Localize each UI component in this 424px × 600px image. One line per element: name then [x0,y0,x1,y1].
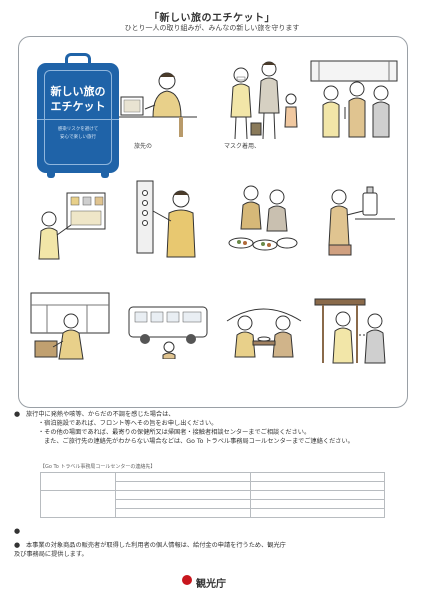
suitcase-sub-line2: 安心で楽しい旅行 [60,135,96,140]
contact-cell [115,499,251,509]
suitcase-title-line2: エチケット [50,100,106,113]
table-row [40,490,385,518]
bullet-mark: ● [14,527,21,535]
contact-cell [249,472,385,482]
souvenir-shopping-icon [27,179,111,261]
contact-label-1 [40,472,116,491]
note-sub3: また、ご旅行先の連絡先がわからない場合などは、Go To トラベル事務局コールセ… [44,438,354,445]
logo-mark-icon [182,575,192,585]
contact-table-title: 【Go To トラベル事務局コールセンターの連絡先】 [40,464,156,470]
hotel-checkin-icon [27,291,113,361]
contact-cell [249,508,385,518]
contact-cell [115,481,251,491]
train-passengers-icon [309,59,399,139]
bullet-mark: ● [14,541,21,549]
note-bullet3-cont: 及び事務局に提供します。 [14,551,88,558]
contact-label-2 [40,490,116,518]
table-row [41,508,385,518]
note-bullet3: 本事業の対象商品の販売者が取得した利用者の個人情報は、給付金の申請を行うため、観… [26,542,286,549]
page-title: 「新しい旅のエチケット」 [149,13,275,24]
contact-cell [249,481,385,491]
elevator-button-icon [127,177,209,259]
tour-bus-icon [125,297,211,359]
buffet-dining-icon [219,181,301,261]
logo-name: 観光庁 [196,579,226,590]
suitcase-title-line1: 新しい旅の [50,85,106,98]
family-mask-icon [211,57,301,141]
bullet-mark: ● [14,410,21,418]
note-sub2: ・その他の場面であれば、最寄りの保健所又は帰国者・接触者相談センターまでご相談く… [38,429,311,436]
contact-cell [115,508,251,518]
etiquette-panel: 新しい旅の エチケット 感染リスクを避けて 安心で楽しい旅行 旅先の [18,36,408,408]
note-bullet1: 旅行中に発熱や咳等、からだの不調を感じた場合は、 [26,411,175,418]
online-reservation-icon [119,63,199,139]
contact-cell [249,499,385,509]
table-row [40,472,385,491]
contact-cell [249,490,385,500]
notes-block-1: ● 旅行中に発熱や咳等、からだの不調を感じた場合は、 ・宿泊施設であれば、フロン… [14,410,412,446]
notes-block-2: ● ● 本事業の対象商品の販売者が取得した利用者の個人情報は、給付金の申請を行う… [14,527,412,559]
contact-table [40,472,385,518]
contact-cell [115,490,251,500]
contact-cell [115,472,251,482]
suitcase-icon: 新しい旅の エチケット 感染リスクを避けて 安心で楽しい旅行 [37,53,119,178]
outdoor-dining-icon [223,293,305,365]
suitcase-sub-line1: 感染リスクを避けて [57,127,99,132]
note-sub1: ・宿泊施設であれば、フロント等へその旨をお申し出ください。 [38,420,218,427]
hand-sanitizer-icon [315,179,399,259]
caption-1-2a: マスク着用、 [224,143,261,150]
page-subtitle: ひとり一人の取り組みが、みんなの新しい旅を守ります [124,24,300,32]
caption-1-1a: 旅先の [134,143,153,150]
temple-visit-icon [313,295,399,365]
agency-logo: 観光庁 [182,570,252,592]
